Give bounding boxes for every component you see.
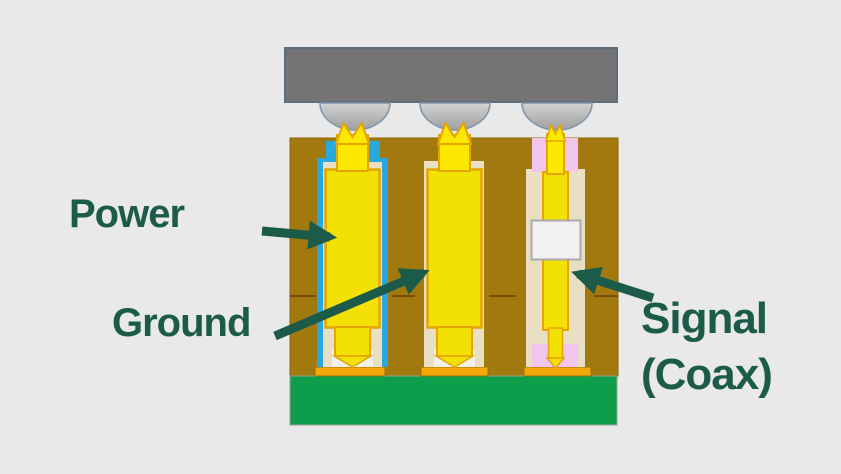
signal-arrow [571, 266, 655, 303]
signal-label-line2: (Coax) [641, 350, 773, 399]
ground-pin-point [433, 355, 476, 368]
ground-pin-body [426, 168, 483, 329]
ground-pin-lower [436, 326, 473, 357]
solder-pad-2 [420, 366, 489, 377]
coax-pin-spacer-box [530, 219, 582, 261]
solder-ball-1 [319, 102, 391, 131]
coax-pin-rod [547, 327, 564, 359]
coax-pin-crown [544, 123, 567, 142]
power-pin-point [331, 355, 374, 368]
solder-pad-1 [314, 366, 386, 377]
solder-ball-3 [521, 102, 593, 131]
ground-arrow [273, 268, 430, 341]
component-body [284, 47, 618, 103]
ground-pin-crown [436, 120, 473, 145]
power-label: Power [69, 192, 185, 236]
power-pin-crown [334, 120, 371, 145]
solder-pad-3 [523, 366, 592, 377]
ground-label: Ground [112, 301, 251, 345]
coax-pin-point [545, 357, 566, 370]
signal-label-line1: Signal [641, 294, 768, 343]
power-pin-lower [334, 326, 371, 357]
power-arrow [261, 220, 338, 250]
pcb-board [289, 375, 618, 426]
signal-label: Signal (Coax) [641, 291, 773, 403]
solder-ball-2 [419, 102, 491, 131]
